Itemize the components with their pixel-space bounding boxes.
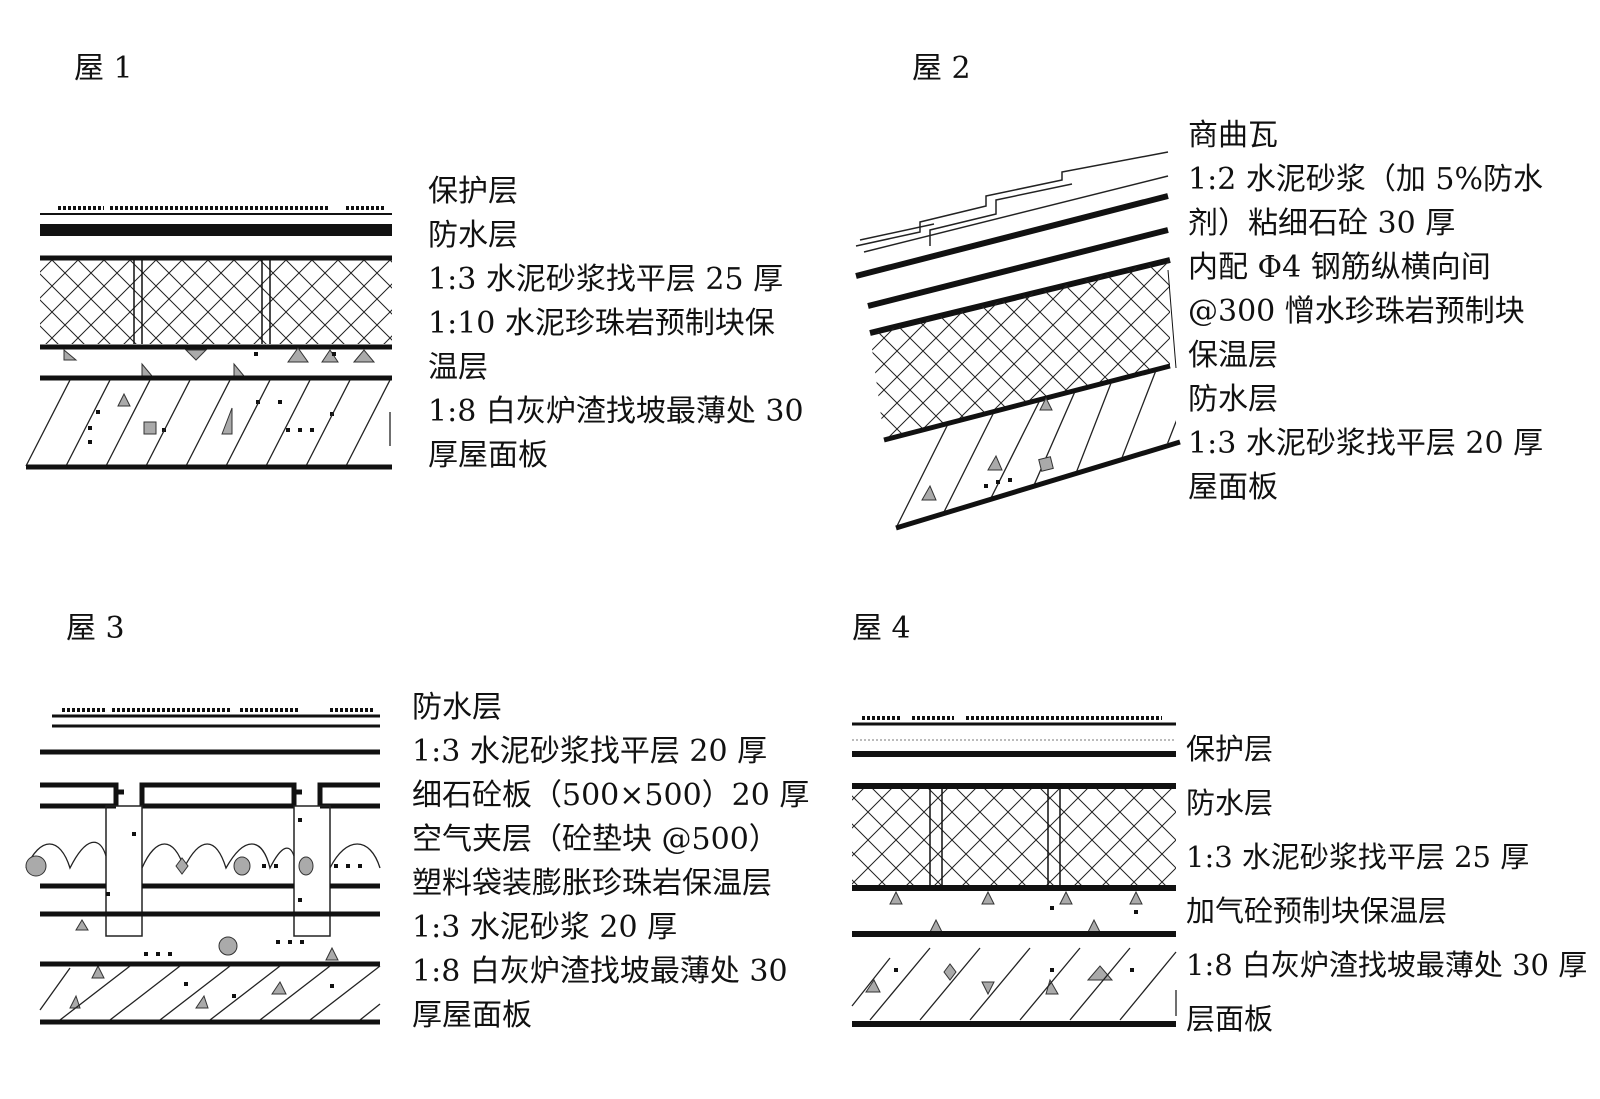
label: 1:8 白灰炉渣找坡最薄处 30 厚 bbox=[1186, 948, 1588, 982]
label: 1:3 水泥砂浆找平层 25 厚 bbox=[428, 262, 784, 297]
label: 厚屋面板 bbox=[412, 998, 532, 1033]
label: 剂）粘细石砼 30 厚 bbox=[1188, 206, 1456, 241]
label: 防水层 bbox=[1186, 786, 1274, 820]
label: 防水层 bbox=[428, 218, 518, 253]
label: 塑料袋装膨胀珍珠岩保温层 bbox=[412, 866, 772, 901]
panel-1-waterproof-layer bbox=[40, 224, 392, 236]
label: 商曲瓦 bbox=[1188, 118, 1278, 153]
panel-1-slope-fill bbox=[25, 379, 391, 467]
panel-1-protection-layer bbox=[40, 206, 392, 215]
panel-3-title: 屋 3 bbox=[66, 611, 125, 646]
label: 厚屋面板 bbox=[428, 438, 548, 473]
label: 1:3 水泥砂浆找平层 20 厚 bbox=[412, 734, 768, 769]
label: 1:8 白灰炉渣找坡最薄处 30 bbox=[412, 954, 788, 989]
panel-4-slope-fill bbox=[851, 947, 1177, 1021]
label: 1:2 水泥砂浆（加 5%防水 bbox=[1188, 162, 1543, 197]
label: 保温层 bbox=[1188, 338, 1278, 373]
label: 保护层 bbox=[1186, 732, 1274, 766]
panel-3-waterproof-layer bbox=[52, 708, 380, 718]
label: 1:3 水泥砂浆找平层 20 厚 bbox=[1188, 426, 1544, 461]
panel-1-labels: 保护层 防水层 1:3 水泥砂浆找平层 25 厚 1:10 水泥珍珠岩预制块保 … bbox=[428, 170, 804, 478]
label: 防水层 bbox=[1188, 382, 1278, 417]
label: 加气砼预制块保温层 bbox=[1186, 894, 1448, 928]
panel-3-labels: 防水层 1:3 水泥砂浆找平层 20 厚 细石砼板（500×500）20 厚 空… bbox=[412, 686, 809, 1038]
label: 空气夹层（砼垫块 @500） bbox=[412, 822, 779, 857]
label: 细石砼板（500×500）20 厚 bbox=[412, 778, 810, 813]
panel-4-protection-layer bbox=[852, 716, 1176, 741]
label: 内配 Φ4 钢筋纵横向间 bbox=[1188, 250, 1491, 285]
label: 防水层 bbox=[412, 690, 502, 725]
label: 1:3 水泥砂浆 20 厚 bbox=[412, 910, 678, 945]
panel-3-support-blocks bbox=[105, 805, 331, 937]
panel-2-title: 屋 2 bbox=[912, 51, 971, 86]
panel-2-labels: 商曲瓦 1:2 水泥砂浆（加 5%防水 剂）粘细石砼 30 厚 内配 Φ4 钢筋… bbox=[1188, 114, 1543, 510]
label: 1:10 水泥珍珠岩预制块保 bbox=[428, 306, 775, 341]
panel-2-roof-slab bbox=[895, 439, 1181, 531]
panel-4-labels: 保护层 防水层 1:3 水泥砂浆找平层 25 厚 加气砼预制块保温层 1:8 白… bbox=[1186, 722, 1587, 1046]
label: 保护层 bbox=[428, 174, 518, 209]
panel-3-air-gap-bags bbox=[25, 841, 381, 870]
panel-1-title: 屋 1 bbox=[74, 51, 133, 86]
label: 温层 bbox=[428, 350, 488, 385]
panel-4-title: 屋 4 bbox=[852, 611, 911, 646]
panel-4-insulation-layer bbox=[852, 789, 1176, 885]
panel-2-tiles bbox=[855, 151, 1169, 253]
panel-3-concrete-slab bbox=[40, 782, 380, 809]
label: 1:8 白灰炉渣找坡最薄处 30 bbox=[428, 394, 804, 429]
label: 屋面板 bbox=[1188, 470, 1278, 505]
label: 1:3 水泥砂浆找平层 25 厚 bbox=[1186, 840, 1530, 874]
panel-3-slope-fill bbox=[39, 965, 381, 1021]
label: 层面板 bbox=[1186, 1002, 1274, 1036]
panel-1-insulation-layer bbox=[40, 260, 392, 344]
label: @300 憎水珍珠岩预制块 bbox=[1188, 294, 1525, 329]
